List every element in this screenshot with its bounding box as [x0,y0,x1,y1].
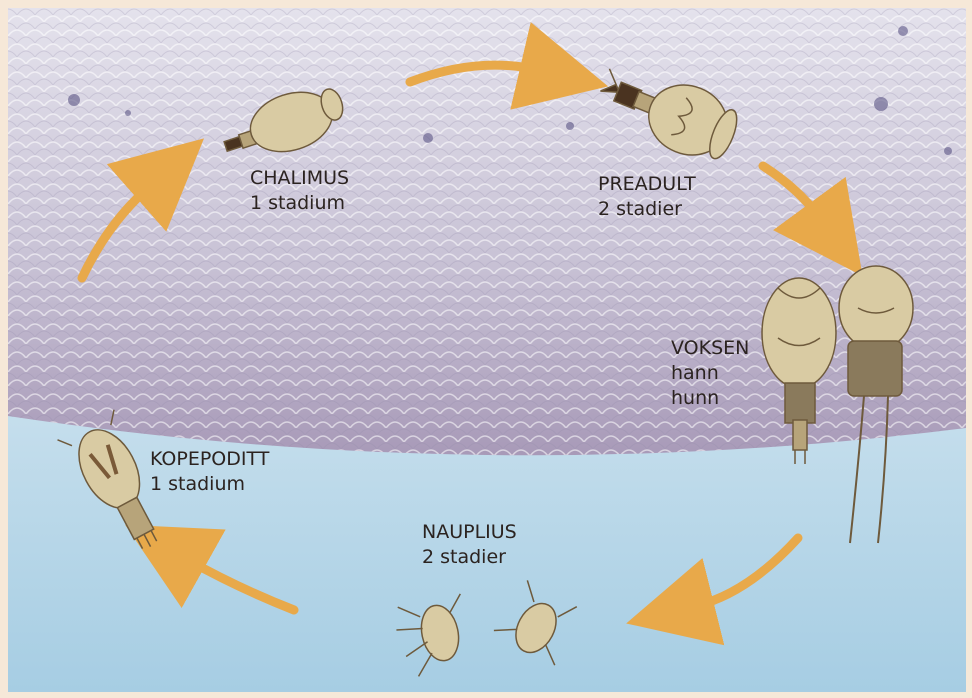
preadult-name: PREADULT [598,172,696,197]
chalimus-count: 1 stadium [250,191,349,216]
chalimus-label: CHALIMUS 1 stadium [250,166,349,216]
preadult-count: 2 stadier [598,197,696,222]
kopepoditt-name: KOPEPODITT [150,447,269,472]
preadult-label: PREADULT 2 stadier [598,172,696,222]
nauplius-count: 2 stadier [422,545,517,570]
life-cycle-diagram [8,8,966,692]
voksen-female: hunn [671,386,749,411]
fish-scales [8,8,966,455]
kopepoditt-count: 1 stadium [150,472,269,497]
nauplius-name: NAUPLIUS [422,520,517,545]
voksen-male: hann [671,361,749,386]
kopepoditt-label: KOPEPODITT 1 stadium [150,447,269,497]
voksen-name: VOKSEN [671,336,749,361]
voksen-label: VOKSEN hann hunn [671,336,749,411]
chalimus-name: CHALIMUS [250,166,349,191]
nauplius-label: NAUPLIUS 2 stadier [422,520,517,570]
